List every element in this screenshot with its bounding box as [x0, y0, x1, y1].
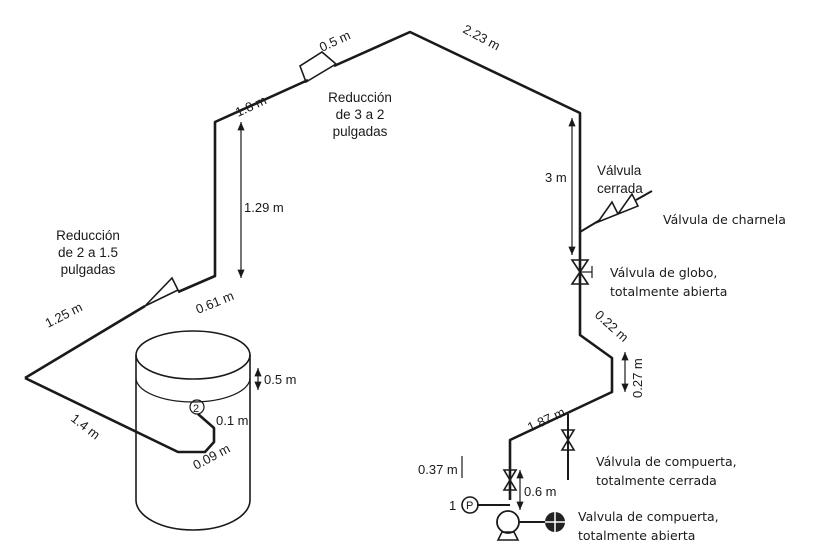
- gauge-label: P: [466, 500, 473, 512]
- check-branch: [579, 219, 601, 233]
- dim-0.61m: 0.61 m: [194, 288, 236, 317]
- svg-text:pulgadas: pulgadas: [333, 124, 388, 139]
- svg-text:totalmente abierta: totalmente abierta: [578, 528, 695, 543]
- dim-1.25m: 1.25 m: [43, 299, 85, 330]
- open-gate-valve-icon: [502, 469, 518, 491]
- dim-0.37m: 0.37 m: [418, 462, 458, 477]
- label-valvula-charnela: Válvula de charnela: [663, 212, 786, 227]
- label-compuerta-cerrada: Válvula de compuerta, totalmente cerrada: [596, 454, 737, 488]
- svg-text:Valvula de compuerta,: Valvula de compuerta,: [578, 509, 719, 524]
- right-pipe: [508, 255, 614, 500]
- label-compuerta-abierta: Valvula de compuerta, totalmente abierta: [578, 509, 719, 543]
- svg-text:pulgadas: pulgadas: [61, 262, 116, 277]
- dim-3m: 3 m: [545, 170, 567, 185]
- dim-0.22m: 0.22 m: [592, 307, 632, 345]
- reduction-3-2: [299, 51, 338, 84]
- label-reduccion-2-1.5: Reducción de 2 a 1.5 pulgadas: [56, 228, 120, 277]
- tank: 2: [135, 330, 251, 531]
- svg-text:Válvula de globo,: Válvula de globo,: [610, 265, 717, 280]
- svg-text:Válvula: Válvula: [597, 163, 642, 178]
- suction-pipe: [24, 376, 216, 454]
- reduction-2-1.5: [144, 276, 180, 307]
- label-reduccion-3-2: Reducción de 3 a 2 pulgadas: [328, 90, 392, 139]
- svg-text:de 2 a 1.5: de 2 a 1.5: [58, 245, 118, 260]
- globe-valve-icon: [570, 259, 590, 285]
- svg-text:Válvula de compuerta,: Válvula de compuerta,: [596, 454, 737, 469]
- label-valvula-cerrada: Válvula cerrada: [597, 163, 643, 196]
- svg-text:Reducción: Reducción: [56, 228, 120, 243]
- dim-0.27m: 0.27 m: [630, 358, 645, 398]
- point-2-label: 2: [193, 403, 199, 415]
- svg-text:cerrada: cerrada: [597, 181, 643, 196]
- dim-0.5m-tank: 0.5 m: [264, 372, 297, 387]
- dim-1.8m: 1.8 m: [233, 92, 269, 119]
- left-pipe: [24, 30, 582, 380]
- svg-text:Reducción: Reducción: [328, 90, 392, 105]
- dim-0.6m: 0.6 m: [524, 484, 557, 499]
- svg-text:de 3 a 2: de 3 a 2: [336, 107, 385, 122]
- svg-text:totalmente cerrada: totalmente cerrada: [596, 473, 717, 488]
- pump-icon: [496, 510, 520, 534]
- check-valve-icon: [595, 192, 640, 224]
- point-2-marker: [189, 399, 205, 415]
- dim-0.5m-top: 0.5 m: [317, 27, 353, 54]
- dim-0.1m: 0.1 m: [216, 413, 249, 428]
- label-valvula-globo: Válvula de globo, totalmente abierta: [610, 265, 727, 299]
- pressure-gauge-icon: [461, 496, 479, 514]
- dim-1.4m: 1.4 m: [68, 411, 103, 443]
- dim-2.23m: 2.23 m: [461, 21, 503, 53]
- dim-1.29m: 1.29 m: [244, 200, 284, 215]
- closed-gate-valve-icon: [560, 429, 576, 451]
- svg-text:totalmente abierta: totalmente abierta: [610, 284, 727, 299]
- point-1-label: 1: [449, 498, 456, 513]
- dim-1.87m: 1.87 m: [525, 404, 567, 434]
